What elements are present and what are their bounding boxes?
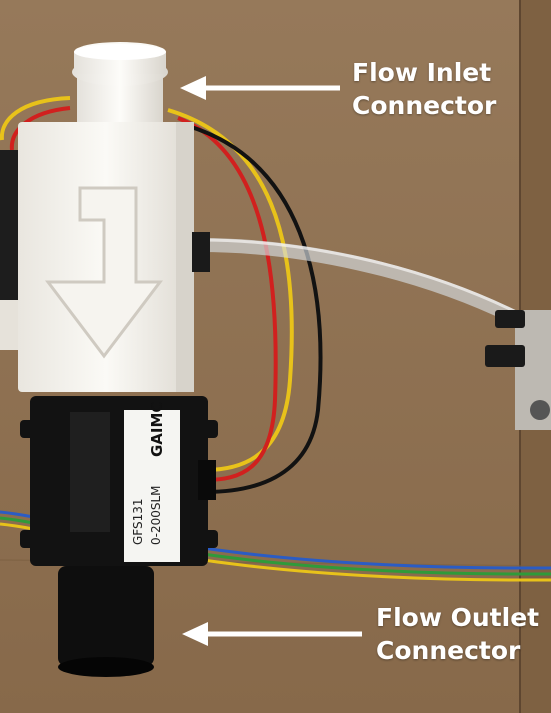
- sensor-brand-text: GAIMC: [148, 402, 166, 457]
- pressure-sensor: [485, 310, 551, 430]
- wire-black-right: [187, 124, 323, 494]
- inlet-caption-line-2: Connector: [352, 91, 497, 120]
- flow-direction-arrow-icon: [44, 186, 164, 359]
- inlet-pointer-arrow-icon: [180, 76, 340, 100]
- clear-tubing-highlight: [199, 238, 521, 316]
- sensor-model-text: GFS131: [131, 498, 145, 545]
- outlet-module: [20, 396, 218, 566]
- sensor-label-text-group: GAIMC GFS131 0-200SLM: [131, 402, 166, 545]
- sensor-range-text: 0-200SLM: [149, 485, 163, 545]
- outlet-nozzle: [58, 566, 154, 677]
- outlet-caption-line-1: Flow Outlet: [376, 603, 540, 632]
- wire-red-right: [177, 116, 278, 482]
- wire-yellow-left: [0, 96, 71, 141]
- inlet-caption-line-1: Flow Inlet: [352, 58, 492, 87]
- outlet-connector-caption: Flow Outlet Connector: [376, 601, 539, 667]
- inlet-connector-caption: Flow Inlet Connector: [352, 56, 496, 122]
- outlet-caption-line-2: Connector: [376, 636, 521, 665]
- inlet-cap: [72, 42, 168, 132]
- clear-tubing: [199, 238, 524, 327]
- outlet-pointer-arrow-icon: [182, 622, 362, 646]
- sensor-label-sticker: [124, 410, 180, 562]
